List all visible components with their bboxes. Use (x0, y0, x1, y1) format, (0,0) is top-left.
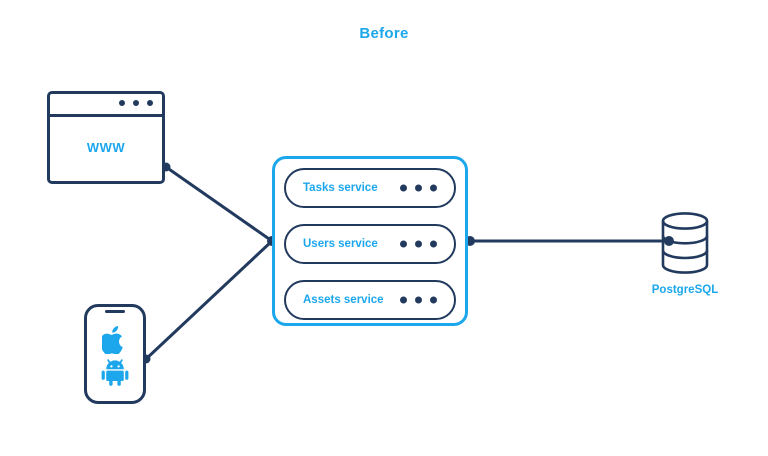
service-label: Users service (303, 238, 378, 250)
connector-web-to-services (165, 165, 273, 243)
service-pill-users[interactable]: Users service (284, 224, 456, 264)
service-label: Assets service (303, 294, 384, 306)
apple-icon (102, 326, 123, 354)
database-cylinder-icon[interactable] (660, 212, 710, 274)
browser-window-dots-icon (119, 100, 153, 106)
service-pill-assets[interactable]: Assets service (284, 280, 456, 320)
web-client-label: WWW (86, 140, 126, 155)
service-pill-tasks[interactable]: Tasks service (284, 168, 456, 208)
web-client-node[interactable]: WWW (47, 91, 165, 184)
page-title: Before (359, 25, 409, 42)
database-label: PostgreSQL (651, 284, 719, 296)
service-dots-icon (400, 184, 437, 192)
android-icon (101, 359, 129, 386)
service-label: Tasks service (303, 182, 378, 194)
mobile-client-node[interactable] (84, 304, 146, 404)
service-dots-icon (400, 240, 437, 248)
service-dots-icon (400, 296, 437, 304)
services-cluster: Tasks service Users service Assets servi… (272, 156, 468, 326)
phone-speaker-icon (105, 310, 125, 313)
connector-mobile-to-services (144, 239, 274, 361)
browser-titlebar (50, 94, 162, 117)
